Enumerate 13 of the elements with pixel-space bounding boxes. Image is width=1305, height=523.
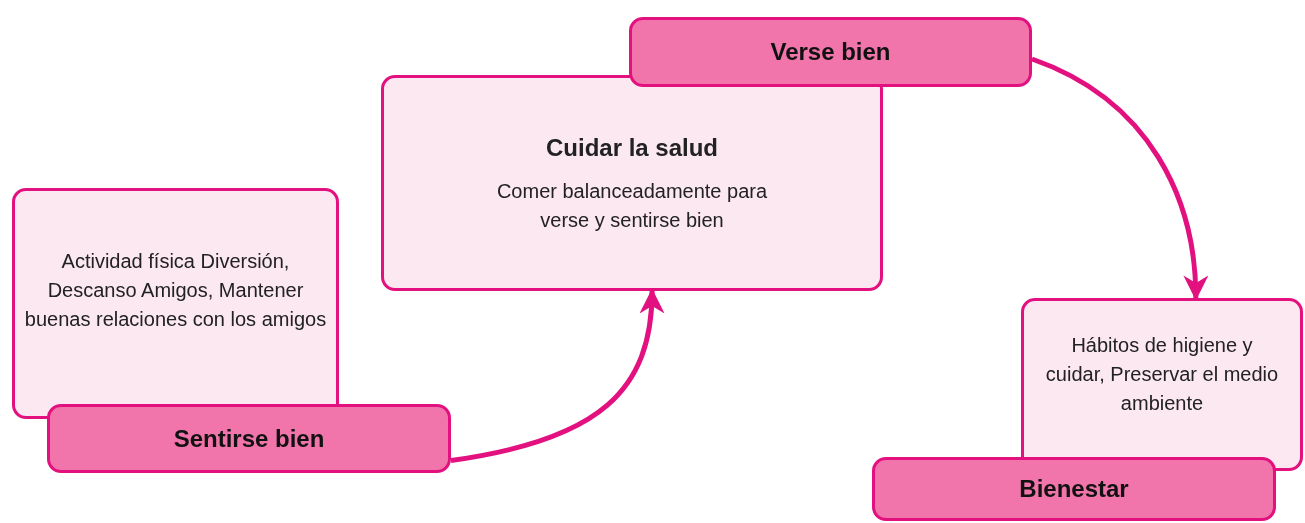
card-text: Comer balanceadamente para verse y sentirse bien	[495, 179, 769, 234]
title-tag	[872, 457, 1276, 521]
tag-label: Verse bien	[770, 38, 891, 66]
title-tag	[47, 404, 451, 473]
tag-label: Sentirse bien	[173, 424, 325, 453]
info-card	[12, 188, 339, 419]
info-card	[381, 75, 883, 291]
card-heading: Cuidar la salud	[545, 132, 718, 163]
info-card	[1021, 298, 1303, 471]
title-tag	[629, 17, 1032, 87]
card-text: Actividad física Diversión, Descanso Amigos, Mantener buenas relaciones con los amigos	[23, 249, 328, 332]
card-text: Hábitos de higiene y cuidar, Preservar el medio ambiente	[1044, 333, 1280, 416]
tag-label: Bienestar	[1019, 475, 1129, 503]
